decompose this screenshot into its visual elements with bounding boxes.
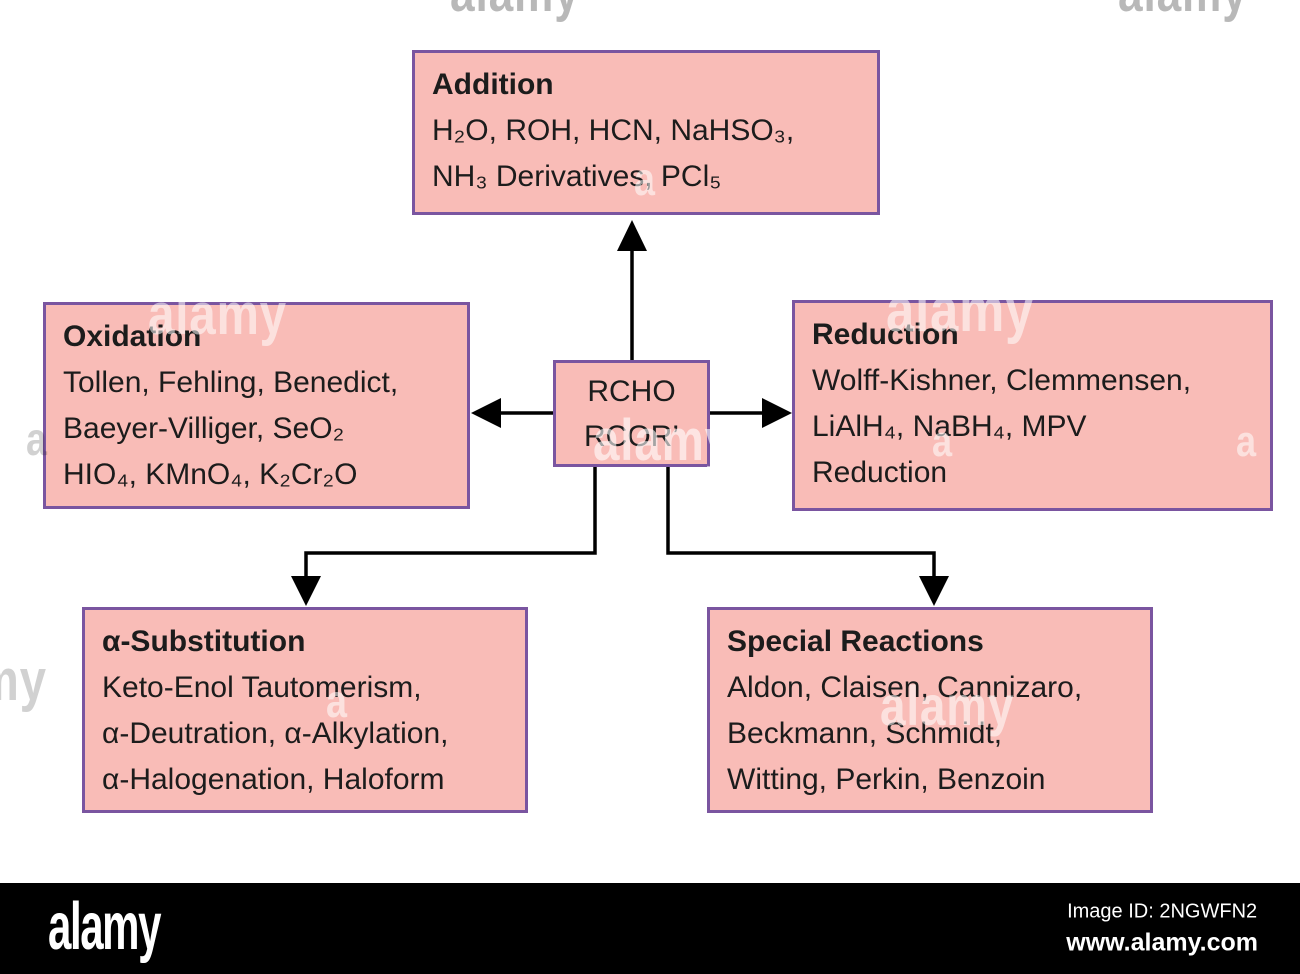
alamy-url-text: www.alamy.com [1066,928,1258,956]
arrow-connectors [291,220,949,606]
special-reactions-reagents-line: Witting, Perkin, Benzoin [727,763,1046,796]
addition-title: Addition [432,68,554,101]
oxidation-reagents-line: HIO₄, KMnO₄, K₂Cr₂O [63,458,358,491]
special-reactions-box: Special Reactions Aldon, Claisen, Canniz… [707,607,1153,813]
special-reactions-reagents-line: Beckmann, Schmidt, [727,717,1003,750]
oxidation-title: Oxidation [63,320,202,353]
reduction-reagents-line: Wolff-Kishner, Clemmensen, [812,364,1192,397]
alpha-substitution-reagents-line: α-Deutration, α-Alkylation, [102,717,449,750]
special-reactions-reagents-line: Aldon, Claisen, Cannizaro, [727,671,1083,704]
alpha-substitution-box: α-Substitution Keto-Enol Tautomerism, α-… [82,607,528,813]
oxidation-reagents-line: Baeyer-Villiger, SeO₂ [63,412,345,445]
oxidation-reagents-line: Tollen, Fehling, Benedict, [63,366,399,399]
center-node-formula: RCOR’ [584,420,679,453]
alpha-substitution-reagents-line: α-Halogenation, Haloform [102,763,445,796]
arrow-to-alpha-substitution [291,467,597,606]
image-id-text: Image ID: 2NGWFN2 [1067,900,1258,922]
arrow-to-addition [617,220,647,360]
arrow-to-reduction [710,398,792,428]
alpha-substitution-reagents-line: Keto-Enol Tautomerism, [102,671,422,704]
special-reactions-title: Special Reactions [727,625,984,658]
reduction-reagents-line: Reduction [812,456,948,489]
center-node-box: RCHO RCOR’ [553,360,710,467]
alamy-logo: alamy [48,888,161,964]
footer-info-block: Image ID: 2NGWFN2 www.alamy.com [1066,900,1258,957]
addition-box: Addition H₂O, ROH, HCN, NaHSO₃, NH₃ Deri… [412,50,880,215]
addition-reagents-line: H₂O, ROH, HCN, NaHSO₃, [432,114,795,147]
reduction-title: Reduction [812,318,959,351]
oxidation-box: Oxidation Tollen, Fehling, Benedict, Bae… [43,302,470,509]
reduction-reagents-line: LiAlH₄, NaBH₄, MPV [812,410,1087,443]
arrow-to-oxidation [471,398,553,428]
alpha-substitution-title: α-Substitution [102,625,306,658]
addition-reagents-line: NH₃ Derivatives, PCl₅ [432,160,722,193]
center-node-formula: RCHO [587,375,676,408]
alamy-footer-bar: alamy Image ID: 2NGWFN2 www.alamy.com [0,883,1300,974]
reduction-box: Reduction Wolff-Kishner, Clemmensen, LiA… [792,300,1273,511]
arrow-to-special-reactions [666,467,949,606]
